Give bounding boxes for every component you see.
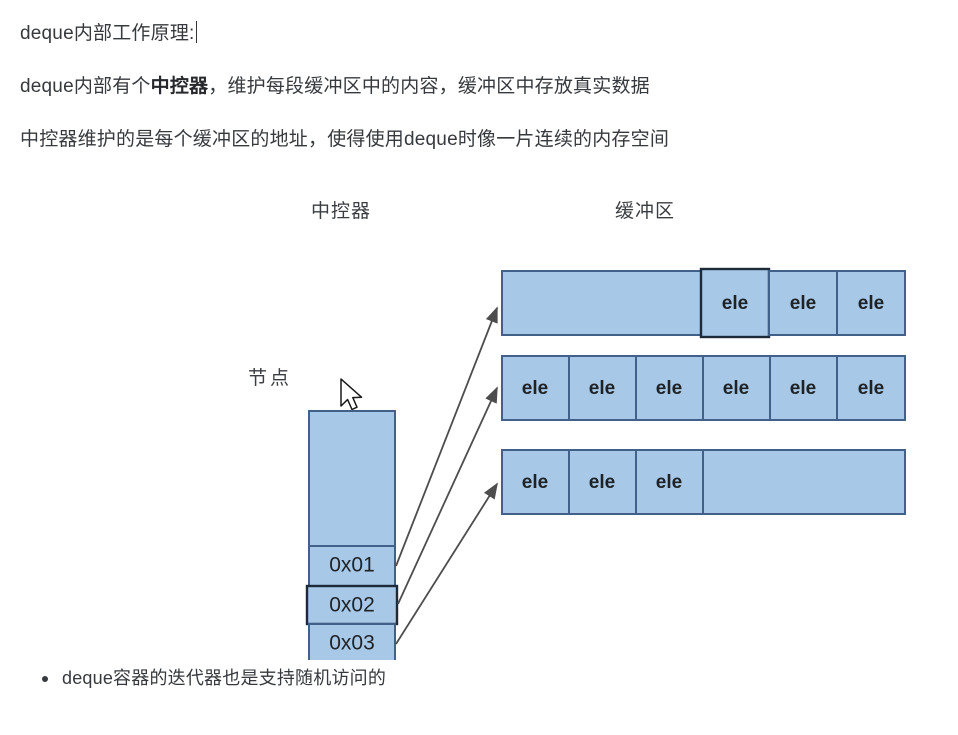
diagram-label-controller: 中控器 [311,201,372,222]
buffer-row-3-cell-1-label: ele [522,472,548,493]
diagram-canvas: 0x01 0x02 0x03 ele ele ele ele ele [305,267,906,660]
connector-0x03-to-buffer-3 [395,482,498,645]
paragraph-two-bold: 中控器 [150,76,209,97]
deque-structure-diagram: 中控器 缓冲区 节点 0x01 0x02 0x03 [0,180,958,660]
buffer-row-1-cell-2[interactable] [768,270,838,336]
paragraph-two-pre: deque内部有个 [20,76,151,97]
buffer-row-1: ele ele ele [501,267,906,339]
paragraph-three[interactable]: 中控器维护的是每个缓冲区的地址，使得使用deque时像一片连续的内存空间 [0,126,669,155]
controller-cell-0x03-label: 0x03 [329,632,375,655]
controller-cell-0x02-label: 0x02 [329,594,375,617]
paragraph-two-post: ，维护每段缓冲区中的内容，缓冲区中存放真实数据 [208,76,650,97]
buffer-row-2-cell-1-label: ele [522,378,548,399]
paragraph-three-text: 中控器维护的是每个缓冲区的地址，使得使用deque时像一片连续的内存空间 [20,129,670,150]
buffer-row-2-cell-2-label: ele [589,378,615,399]
buffer-row-1-empty-cell [501,270,703,336]
controller-cell-0x02[interactable] [305,584,399,626]
connector-0x01-to-buffer-1 [395,306,498,567]
bullet-list: deque容器的迭代器也是支持随机访问的 [0,666,386,691]
buffer-row-2: ele ele ele ele ele ele [501,355,906,421]
controller-cell-empty-top [308,410,396,547]
buffer-row-2-cell-6[interactable] [836,355,906,421]
buffer-row-2-cell-3-label: ele [656,378,682,399]
controller-cell-0x01-label: 0x01 [329,554,375,577]
buffer-row-2-cell-4[interactable] [702,355,771,421]
buffer-row-2-cell-5[interactable] [769,355,838,421]
buffer-row-3-cell-1[interactable] [501,449,570,515]
buffer-row-2-cell-6-label: ele [858,378,884,399]
list-item-label: deque容器的迭代器也是支持随机访问的 [62,668,387,688]
buffer-row-3-empty-cell [702,449,906,515]
connector-0x02-to-buffer-2 [397,386,498,605]
paragraph-title-text: deque内部工作原理: [20,23,195,44]
paragraph-two[interactable]: deque内部有个中控器，维护每段缓冲区中的内容，缓冲区中存放真实数据 [0,73,650,102]
buffer-row-2-cell-3[interactable] [635,355,704,421]
buffer-row-1-cell-3[interactable] [836,270,906,336]
paragraph-title[interactable]: deque内部工作原理: [0,20,197,49]
buffer-row-3-cell-2-label: ele [589,472,615,493]
text-caret [195,21,197,43]
buffer-row-2-cell-4-label: ele [723,378,749,399]
buffer-row-1-cell-3-label: ele [858,293,884,314]
buffer-row-3-cell-3-label: ele [656,472,682,493]
controller-cell-0x03[interactable] [308,623,396,660]
buffer-row-1-cell-2-label: ele [790,293,816,314]
list-item[interactable]: deque容器的迭代器也是支持随机访问的 [41,666,387,691]
connector-arrows [395,306,498,645]
diagram-label-node: 节点 [248,368,293,389]
buffer-row-3: ele ele ele [501,449,906,515]
controller-block: 0x01 0x02 0x03 [305,410,399,660]
diagram-label-buffer: 缓冲区 [615,201,676,222]
buffer-row-2-cell-5-label: ele [790,378,816,399]
buffer-row-1-cell-1-label: ele [722,293,748,314]
